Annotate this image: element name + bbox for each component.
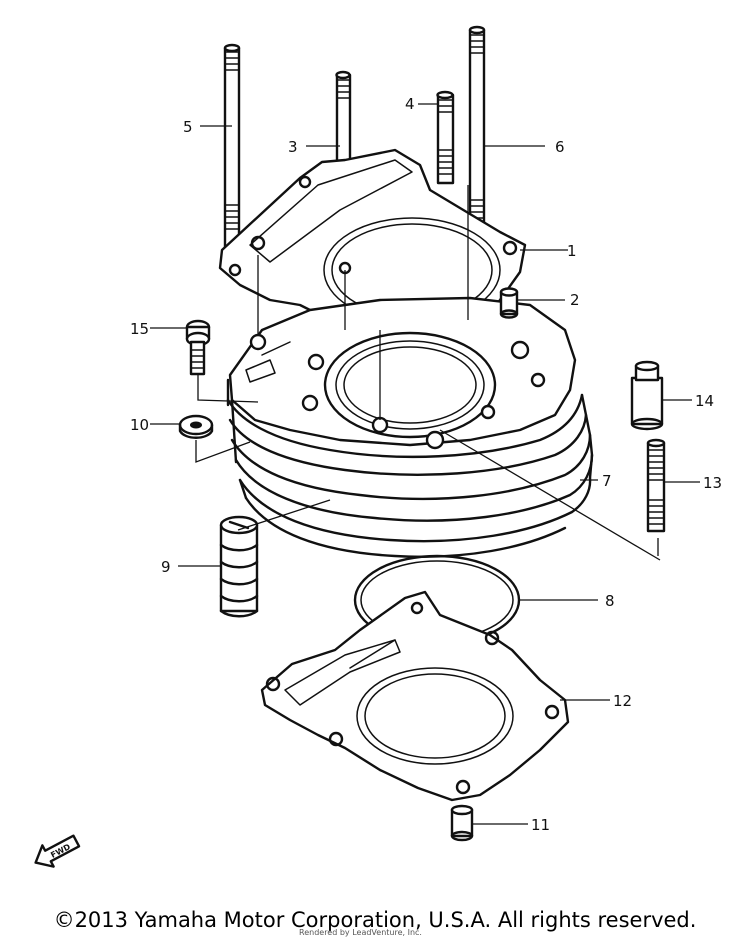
leader-lines [150, 103, 700, 825]
callout-6: 6 [555, 138, 565, 156]
callout-4: 4 [405, 95, 415, 113]
bolt-15 [185, 319, 211, 376]
callout-3: 3 [288, 138, 298, 156]
washer-10 [178, 414, 214, 439]
callout-8: 8 [605, 592, 615, 610]
callout-1: 1 [567, 242, 577, 260]
callout-13: 13 [703, 474, 722, 492]
callout-15: 15 [130, 320, 149, 338]
callout-2: 2 [570, 291, 580, 309]
callout-labels: 1 2 3 4 5 6 7 8 9 10 11 12 13 14 15 [130, 95, 722, 834]
pipe-9 [219, 515, 259, 618]
base-gasket-12 [260, 590, 570, 802]
callout-11: 11 [531, 816, 550, 834]
callout-12: 12 [613, 692, 632, 710]
stud-13 [646, 438, 666, 533]
stud-6 [468, 25, 486, 242]
sleeve-nut-14 [630, 360, 664, 431]
dowel-pin-2 [499, 287, 519, 319]
callout-10: 10 [130, 416, 149, 434]
stud-4 [436, 90, 455, 185]
render-credit: Rendered by LeadVenture, Inc. [299, 928, 422, 937]
stud-5 [223, 43, 241, 250]
callout-7: 7 [602, 472, 612, 490]
dowel-pin-11 [450, 804, 474, 842]
copyright-notice: ©2013 Yamaha Motor Corporation, U.S.A. A… [53, 908, 697, 932]
callout-5: 5 [183, 118, 193, 136]
fwd-arrow-icon: FWD [34, 834, 81, 868]
cylinder-7 [226, 296, 594, 558]
callout-9: 9 [161, 558, 171, 576]
callout-14: 14 [695, 392, 714, 410]
